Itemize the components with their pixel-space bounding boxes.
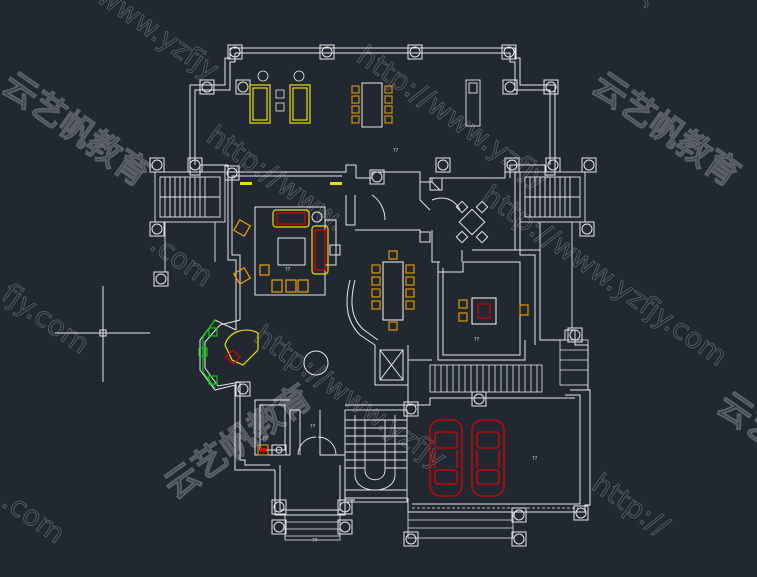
room-marker: ?? bbox=[393, 148, 399, 154]
south-stairs bbox=[344, 409, 408, 503]
watermark-brand: 云艺帆教育 bbox=[157, 377, 319, 507]
watermark-brand: 云艺帆教育 bbox=[710, 385, 757, 515]
watermark-url: .com bbox=[0, 484, 71, 550]
watermark-url: .com bbox=[144, 227, 219, 293]
bay-window bbox=[198, 319, 218, 389]
watermark-brand: 云艺帆教育 bbox=[0, 65, 157, 195]
terrace-dining-table bbox=[351, 82, 393, 128]
structural-columns bbox=[149, 44, 597, 547]
entry-doors bbox=[297, 430, 337, 456]
room-marker: ?? bbox=[474, 337, 480, 343]
room-marker: ?? bbox=[312, 538, 318, 544]
window-lamps bbox=[240, 182, 342, 185]
kitchen-island bbox=[458, 297, 529, 325]
watermark-url: http:// bbox=[586, 467, 676, 544]
ucs-crosshair-icon bbox=[55, 286, 150, 382]
exterior-walls bbox=[189, 47, 591, 516]
west-stairs bbox=[154, 171, 226, 272]
terrace-sofa-set bbox=[249, 84, 311, 124]
watermark-url: yzfjy.com bbox=[627, 0, 743, 11]
round-table bbox=[303, 350, 329, 376]
room-marker: ?? bbox=[532, 456, 538, 462]
dining-table bbox=[371, 250, 415, 331]
room-marker: ?? bbox=[285, 267, 291, 273]
garage-steps bbox=[429, 339, 589, 393]
terrace-grill bbox=[465, 79, 481, 127]
room-marker: ?? bbox=[310, 424, 316, 430]
grand-piano bbox=[224, 329, 259, 366]
room-markers: ?? ?? ?? ?? ?? ?? ?? bbox=[262, 148, 538, 544]
watermark-url: fjy.com bbox=[0, 277, 96, 361]
breakfast-table bbox=[455, 200, 489, 244]
east-stairs bbox=[519, 171, 586, 328]
watermark-brand: 云艺帆教育 bbox=[585, 65, 747, 195]
living-room-sofas bbox=[232, 209, 329, 293]
car-right bbox=[471, 419, 505, 497]
watermark-url: www.yzfjy bbox=[91, 0, 225, 86]
room-marker: ?? bbox=[262, 436, 268, 442]
powder-room-fixtures bbox=[257, 444, 287, 456]
terrace-small-tables bbox=[257, 70, 305, 112]
porch-steps bbox=[284, 511, 514, 541]
car-left bbox=[429, 419, 463, 497]
